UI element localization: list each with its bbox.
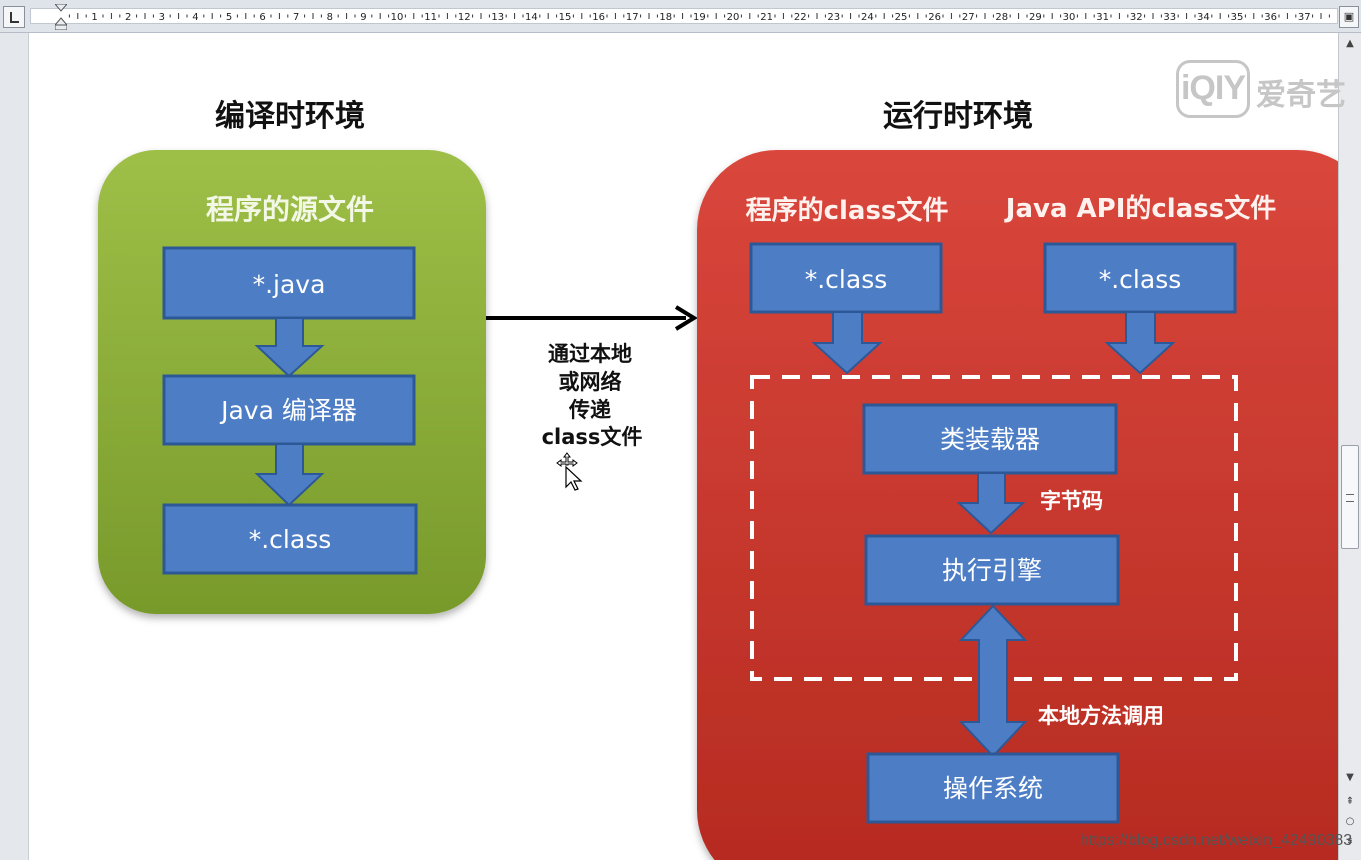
ruler-number: 37 (1298, 12, 1311, 23)
ruler-number: 20 (727, 12, 740, 23)
down-arrow (254, 317, 325, 378)
ruler-number: 19 (693, 12, 706, 23)
operating-system-box (866, 752, 1120, 824)
down-arrow (811, 311, 883, 375)
class-loader-box (862, 403, 1118, 475)
java-compiler-box-label: Java 编译器 (219, 396, 357, 425)
down-arrow (1104, 311, 1176, 375)
source-file-label: 程序的源文件 (206, 193, 374, 226)
iqiyi-watermark-text: 爱奇艺 (1256, 78, 1346, 113)
ruler-number: 31 (1096, 12, 1109, 23)
view-ruler-icon[interactable]: ▣ (1339, 6, 1359, 28)
java-source-box-label: *.java (253, 270, 326, 299)
ruler-number: 7 (293, 12, 299, 23)
ruler-number: 9 (360, 12, 366, 23)
ruler-number: 35 (1231, 12, 1244, 23)
transfer-arrowhead (674, 305, 698, 331)
vertical-scrollbar[interactable]: ▲ ▼ ⇞ ○ ⇟ (1338, 33, 1361, 860)
runtime-env-title: 运行时环境 (883, 99, 1033, 134)
compiled-class-box (162, 503, 418, 575)
ruler-number: 4 (192, 12, 198, 23)
ruler-number: 27 (962, 12, 975, 23)
ruler-number: 13 (491, 12, 504, 23)
ruler-number: 30 (1063, 12, 1076, 23)
ruler-number: 10 (391, 12, 404, 23)
ruler-number: 8 (327, 12, 333, 23)
api-class-box-label: *.class (1099, 265, 1182, 294)
ruler-number: 22 (794, 12, 807, 23)
page-left-margin (0, 33, 29, 860)
previous-page-icon[interactable]: ⇞ (1345, 796, 1355, 807)
java-compiler-box (162, 374, 416, 446)
ruler-number: 33 (1163, 12, 1176, 23)
ruler-number: 21 (760, 12, 773, 23)
next-page-icon[interactable]: ⇟ (1345, 836, 1355, 847)
ruler-number: 23 (827, 12, 840, 23)
transfer-label-line-2: 或网络 (559, 370, 622, 394)
ruler-number: 36 (1264, 12, 1277, 23)
ruler-number: 6 (259, 12, 265, 23)
scroll-up-arrow-icon[interactable]: ▲ (1346, 38, 1354, 49)
native-call-label: 本地方法调用 (1038, 704, 1164, 728)
down-arrow (254, 443, 325, 507)
ruler-number: 17 (626, 12, 639, 23)
browse-object-icon[interactable]: ○ (1345, 816, 1355, 827)
compiled-class-box-label: *.class (249, 525, 332, 554)
ruler-number: 29 (1029, 12, 1042, 23)
api-class-label: Java API的class文件 (1004, 193, 1276, 224)
scroll-down-arrow-icon[interactable]: ▼ (1346, 772, 1354, 783)
ruler-number: 26 (928, 12, 941, 23)
transfer-label-line-3: 传递 (568, 398, 611, 422)
ruler-number: 16 (592, 12, 605, 23)
ruler-number: 15 (559, 12, 572, 23)
ruler-number: 1 (91, 12, 97, 23)
iqiyi-logo: iQIY (1176, 60, 1250, 118)
down-arrow (956, 472, 1026, 535)
bytecode-label: 字节码 (1040, 489, 1103, 513)
execution-engine-box (864, 534, 1120, 606)
ruler-number: 11 (424, 12, 437, 23)
ruler-number: 34 (1197, 12, 1210, 23)
ruler-number: 14 (525, 12, 538, 23)
source-url-watermark: https://blog.csdn.net/weixin_42490383 (1080, 832, 1353, 849)
program-class-label: 程序的class文件 (746, 195, 949, 226)
move-cursor-icon (556, 452, 583, 491)
transfer-label-line-1: 通过本地 (548, 342, 632, 366)
ruler-number: 3 (159, 12, 165, 23)
ruler-number: 5 (226, 12, 232, 23)
class-loader-box-label: 类装载器 (940, 425, 1040, 454)
transfer-label-line-4: class文件 (542, 425, 643, 449)
ruler-number: 18 (659, 12, 672, 23)
indent-marker[interactable] (55, 4, 67, 30)
ruler-number: 2 (125, 12, 131, 23)
ruler-number: 32 (1130, 12, 1143, 23)
execution-engine-box-label: 执行引擎 (942, 556, 1042, 585)
compile-env-title: 编译时环境 (215, 99, 365, 134)
ruler-number: 28 (995, 12, 1008, 23)
program-class-box-label: *.class (805, 265, 888, 294)
scrollbar-thumb[interactable] (1341, 445, 1359, 549)
ruler-number: 25 (895, 12, 908, 23)
tab-selector-button[interactable] (3, 6, 25, 28)
operating-system-box-label: 操作系统 (943, 774, 1043, 803)
java-source-box (162, 246, 416, 320)
api-class-box (1043, 242, 1237, 314)
ruler-track (30, 8, 1338, 24)
ruler-number: 12 (458, 12, 471, 23)
ruler-number: 24 (861, 12, 874, 23)
